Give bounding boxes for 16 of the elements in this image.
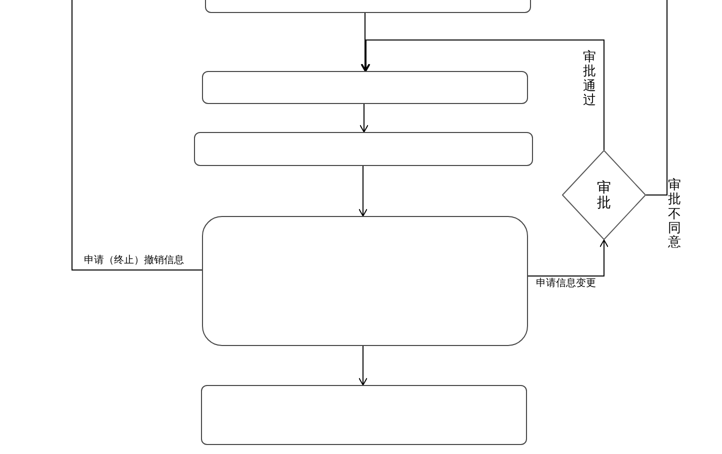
connector-arrow	[362, 40, 604, 150]
edge-label: 申请（终止）撤销信息	[84, 256, 184, 266]
connector-arrow	[358, 166, 368, 216]
decision-diamond	[562, 150, 646, 240]
connector-arrow	[360, 104, 368, 132]
decision-label: 审批	[597, 180, 611, 210]
process-box	[194, 132, 533, 166]
edge-label: 审批通过	[583, 50, 596, 108]
connector-arrow	[358, 346, 368, 386]
process-box	[202, 71, 528, 104]
process-box	[202, 216, 528, 346]
edge-label: 申请信息变更	[536, 279, 596, 289]
connector-arrow	[528, 240, 608, 276]
process-box	[201, 385, 527, 445]
edge-label: 审批不同意	[668, 178, 681, 250]
connector-arrow	[360, 12, 370, 72]
